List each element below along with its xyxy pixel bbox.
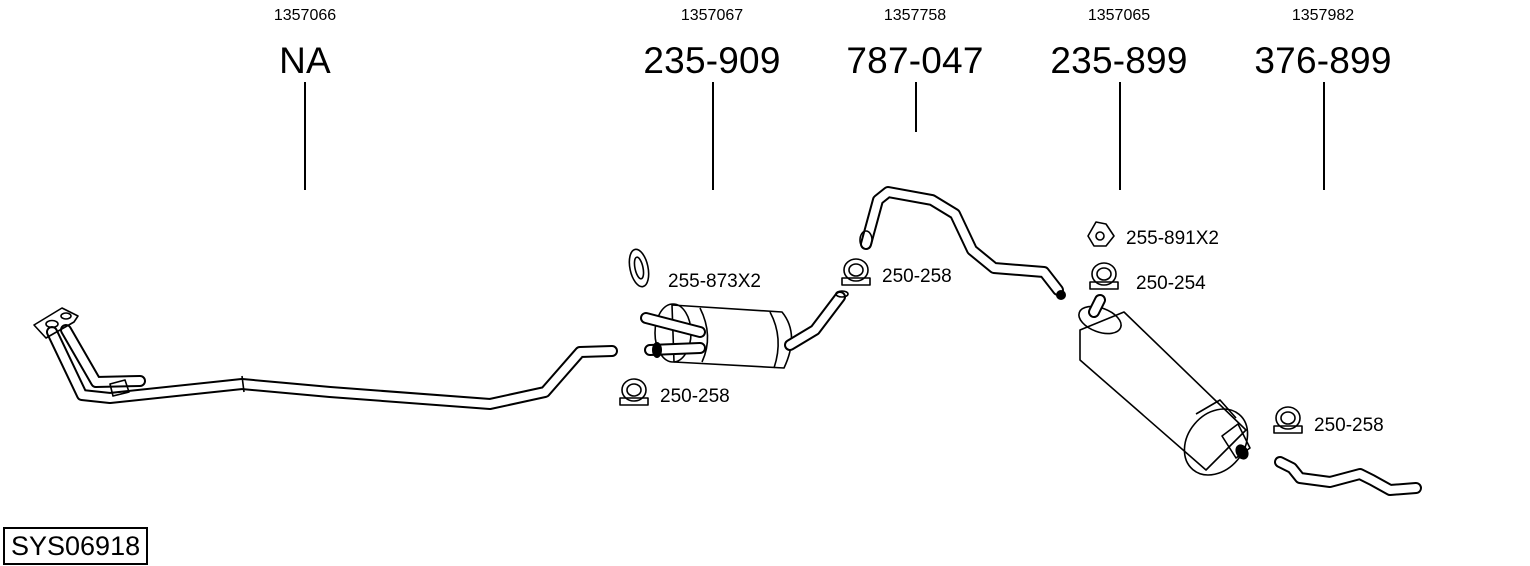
leader-line-5 <box>1323 82 1325 190</box>
component-part-5: 376-899 <box>1254 40 1392 81</box>
clamp-icon <box>1273 406 1303 434</box>
component-code-5: 1357982 <box>1291 7 1355 24</box>
system-id-box: SYS06918 <box>3 527 149 565</box>
component-code-3: 1357758 <box>883 7 947 24</box>
leader-line-1 <box>304 82 306 190</box>
component-code-1: 1357066 <box>273 7 337 24</box>
rubber-mount-icon <box>628 248 650 288</box>
component-part-2: 235-909 <box>643 40 781 81</box>
clamp-icon <box>619 378 649 406</box>
front-pipe <box>33 307 618 410</box>
component-part-4: 235-899 <box>1050 40 1188 81</box>
tail-pipe <box>1274 456 1422 496</box>
component-code-4: 1357065 <box>1087 7 1151 24</box>
accessory-label-clamp-3: 250-254 <box>1136 273 1206 294</box>
accessory-label-clamp-1: 250-258 <box>660 386 730 407</box>
accessory-label-clamp-2: 250-258 <box>882 266 952 287</box>
leader-line-4 <box>1119 82 1121 190</box>
hanger-icon <box>1087 221 1115 247</box>
leader-line-3 <box>915 82 917 132</box>
flange-hole <box>45 319 59 329</box>
flange-hole <box>60 312 72 320</box>
clamp-icon <box>1089 262 1119 290</box>
clamp-icon <box>841 258 871 286</box>
accessory-label-clamp-4: 250-258 <box>1314 415 1384 436</box>
pipe-bracket <box>109 379 130 397</box>
intermediate-pipe <box>859 186 1066 300</box>
component-part-3: 787-047 <box>846 40 984 81</box>
rear-silencer <box>1078 294 1251 476</box>
leader-line-2 <box>712 82 714 190</box>
accessory-label-rubber-mount: 255-873X2 <box>668 271 761 292</box>
accessory-label-hanger: 255-891X2 <box>1126 228 1219 249</box>
manifold-flange <box>33 307 79 339</box>
component-part-1: NA <box>279 40 331 81</box>
front-silencer <box>640 290 849 369</box>
component-code-2: 1357067 <box>680 7 744 24</box>
